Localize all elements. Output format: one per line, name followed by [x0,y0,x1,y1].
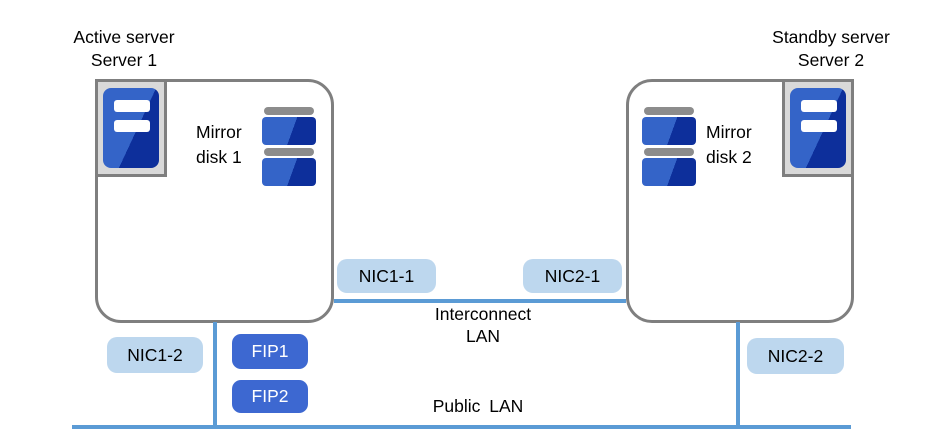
nic2-2-badge: NIC2-2 [747,338,844,374]
server-icon-slot [114,120,150,132]
server-icon-slot [801,120,837,132]
disk-cap [264,107,314,115]
disk-platter [642,117,696,145]
fip1-badge: FIP1 [232,334,308,369]
disk-cap [644,148,694,156]
server2-public-link-line [736,322,740,429]
server1-tower-icon [95,79,167,177]
interconnect-lan-label: Interconnect LAN [434,304,532,346]
disk-platter [642,158,696,186]
nic2-1-badge: NIC2-1 [523,259,622,293]
server1-public-link-line [213,322,217,429]
mirror-disk1-label: Mirror disk 1 [196,122,242,167]
server1-title: Active server Server 1 [73,27,175,70]
server-icon-slot [801,100,837,112]
disk-platter [262,158,316,186]
nic1-2-badge: NIC1-2 [107,337,203,373]
mirror-disk2-icon [642,107,696,189]
disk-cap [264,148,314,156]
fip2-badge: FIP2 [232,380,308,413]
server2-title: Standby server Server 2 [772,27,890,70]
public-lan-line [72,425,851,429]
disk-platter [262,117,316,145]
interconnect-lan-line [334,299,626,303]
disk-cap [644,107,694,115]
mirror-disk1-icon [262,107,316,189]
server-icon-panel [103,88,159,168]
mirror-disk2-label: Mirror disk 2 [706,122,752,167]
server2-tower-icon [782,79,854,177]
server-icon-panel [790,88,846,168]
public-lan-label: Public LAN [432,396,524,416]
server-icon-slot [114,100,150,112]
nic1-1-badge: NIC1-1 [337,259,436,293]
